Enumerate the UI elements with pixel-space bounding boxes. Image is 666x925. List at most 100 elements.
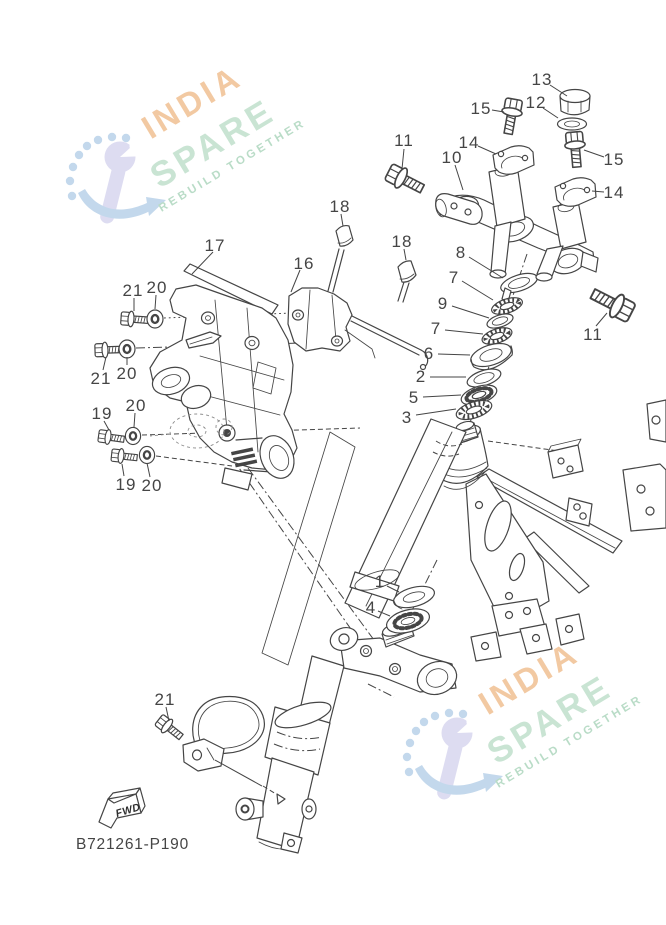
part-washer-12	[556, 117, 588, 131]
callout-leader-8	[468, 256, 504, 279]
callout-label-18: 18	[392, 232, 413, 251]
bracket-grille-slots	[231, 447, 258, 468]
callout-label-2: 2	[416, 367, 426, 386]
callout-leader-6	[437, 353, 471, 356]
callout-label-12: 12	[526, 93, 547, 112]
watermark-top-left	[65, 57, 309, 225]
part-headlight-stay-bracket-17	[149, 263, 298, 491]
callout-label-19: 19	[116, 475, 137, 494]
part-handlebar-upper-holder-14-right	[554, 177, 597, 207]
callout-label-13: 13	[532, 70, 553, 89]
rivet	[276, 793, 286, 805]
callout-label-11: 11	[394, 131, 414, 150]
cable-loop-outer	[192, 695, 265, 755]
part-bearing-cover-6	[470, 342, 513, 371]
stud-pin	[185, 331, 222, 349]
part-washer-9	[486, 313, 514, 329]
cable-clamp	[182, 738, 225, 772]
callout-leader-15	[491, 109, 505, 113]
callout-leader-20	[133, 412, 136, 428]
callout-label-15: 15	[604, 150, 625, 169]
callout-label-6: 6	[424, 344, 434, 363]
part-handlebar-upper-holder-14-left	[492, 145, 535, 175]
part-ring-nut-7-upper	[491, 297, 523, 315]
callout-leader-12	[542, 107, 559, 119]
callout-leader-1	[386, 585, 400, 593]
cable-loop-inner	[197, 700, 260, 751]
part-bolt-19-b	[110, 447, 139, 466]
part-bolt-21-c	[153, 712, 187, 745]
bearing-stack	[455, 272, 538, 421]
callout-leader-15	[583, 149, 605, 158]
callout-label-15: 15	[471, 99, 492, 118]
part-bolt-21-a	[119, 309, 150, 329]
callout-label-7: 7	[449, 268, 459, 287]
callout-leader-18	[340, 213, 344, 227]
part-lower-bearing-4	[385, 608, 431, 634]
callout-label-7: 7	[431, 319, 441, 338]
callout-leader-19	[103, 420, 110, 431]
part-steering-nut-13	[559, 88, 591, 116]
part-washer-20-b	[117, 338, 137, 360]
callout-leader-7	[461, 280, 494, 301]
frame-rail	[523, 531, 590, 594]
frame-engine-bracket	[547, 444, 584, 479]
callout-label-11: 11	[583, 325, 603, 344]
cable-guide-group	[153, 695, 286, 805]
callout-leader-14	[477, 145, 497, 155]
callout-label-5: 5	[409, 388, 419, 407]
callout-label-3: 3	[402, 408, 412, 427]
part-rubber-cap-18-lower	[397, 260, 417, 283]
callout-label-17: 17	[205, 236, 226, 255]
callout-leader-4	[377, 610, 391, 617]
callout-label-21: 21	[155, 690, 176, 709]
callout-leader-5	[422, 394, 462, 398]
callout-label-21: 21	[123, 281, 144, 300]
callout-leader-18	[403, 248, 407, 261]
callout-label-14: 14	[604, 183, 625, 202]
frame	[440, 399, 666, 662]
callout-label-20: 20	[117, 364, 138, 383]
callout-leader-10	[454, 164, 464, 191]
callout-label-14: 14	[459, 133, 480, 152]
part-seal-3	[455, 399, 493, 421]
part-bolt-19-a	[96, 427, 126, 448]
callout-label-4: 4	[366, 598, 376, 617]
callout-leader-20	[146, 462, 151, 478]
part-bolt-11-right	[586, 281, 638, 326]
callout-leader-13	[549, 84, 568, 97]
part-bolt-11-left	[382, 161, 429, 200]
part-washer-20-d	[138, 445, 156, 465]
callout-leader-7	[444, 329, 484, 335]
callout-label-20: 20	[147, 278, 168, 297]
callout-label-19: 19	[92, 404, 113, 423]
handlebar-riser-left	[488, 164, 526, 279]
part-code-label: B721261-P190	[76, 836, 189, 853]
callout-leader-20	[154, 294, 157, 310]
callout-leader-9	[451, 305, 490, 319]
part-rubber-cap-18-upper	[335, 224, 354, 247]
fork-assembly	[235, 418, 467, 854]
part-handlebar-holder-10	[435, 193, 483, 225]
callout-label-10: 10	[442, 148, 463, 167]
reference-plane	[261, 431, 356, 666]
callout-label-20: 20	[142, 476, 163, 495]
part-ring-nut-7-lower	[481, 327, 513, 345]
reflector-boss	[235, 797, 264, 821]
callout-leader-17	[191, 251, 214, 275]
frame-clamp-bracket	[565, 497, 593, 527]
crown-right-ear	[580, 251, 599, 273]
callout-leader-21	[102, 356, 107, 371]
fwd-direction-arrow: FWD	[98, 787, 146, 829]
callout-leader-16	[290, 269, 301, 293]
upper-bracket-assembly	[382, 88, 638, 326]
callout-label-8: 8	[456, 243, 466, 262]
bracket-bottom-tab	[221, 467, 253, 491]
part-bearing-race-1	[392, 585, 436, 610]
part-wire-guide-16	[287, 248, 429, 371]
callout-leader-3	[415, 408, 457, 416]
callout-label-1: 1	[375, 572, 385, 591]
